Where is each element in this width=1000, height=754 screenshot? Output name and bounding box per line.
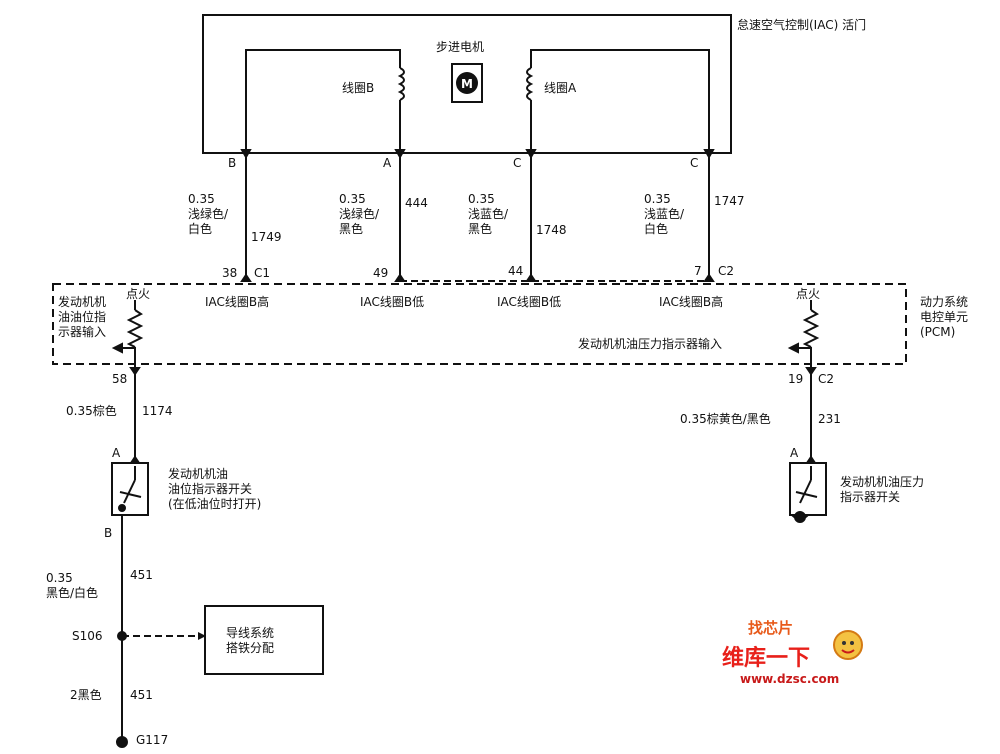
wire4-pin: 7	[694, 264, 702, 278]
coil-a-winding	[526, 67, 534, 101]
right-wire-color: 0.35棕黄色/黑色	[680, 412, 771, 426]
pcm-box	[52, 283, 907, 365]
ground-dist-label: 导线系统 搭铁分配	[226, 626, 275, 655]
right-ignition-resistor	[787, 300, 820, 368]
right-circuit-wires	[805, 367, 817, 464]
signal-3: IAC线圈B低	[497, 295, 562, 309]
iac-pin-4: C	[690, 156, 699, 170]
svg-text:找芯片: 找芯片	[748, 619, 793, 637]
left-circuit-wires	[116, 367, 141, 748]
wire1-pin: 38	[222, 266, 238, 280]
wire1-color: 浅绿色/ 白色	[188, 207, 229, 236]
svg-text:维库一下: 维库一下	[722, 645, 810, 671]
ignition-left-label: 点火	[126, 287, 151, 301]
iac-valve-box	[202, 14, 732, 154]
wire2-gauge: 0.35	[339, 192, 366, 206]
signal-2: IAC线圈B低	[360, 295, 425, 309]
oil-level-switch-icon	[111, 462, 149, 516]
wire3-color: 浅蓝色/ 黑色	[468, 207, 509, 236]
right-wire-circuit: 231	[818, 412, 841, 426]
ground-dist-box	[204, 605, 324, 675]
motor-icon: M	[451, 63, 483, 103]
right-conn: C2	[818, 372, 835, 386]
wire2-color: 浅绿色/ 黑色	[339, 207, 380, 236]
oil-pressure-input-label: 发动机机油压力指示器输入	[578, 337, 723, 351]
ground-label: G117	[136, 733, 169, 747]
splice-label: S106	[72, 629, 103, 643]
wire4-gauge: 0.35	[644, 192, 671, 206]
wire3-circuit: 1748	[536, 223, 567, 237]
oil-pressure-switch-label: 发动机机油压力 指示器开关	[840, 475, 925, 504]
oil-level-input-label: 发动机机 油油位指 示器输入	[58, 295, 107, 339]
right-switch-pin-a: A	[790, 446, 799, 460]
ground-wire-gauge: 0.35 黑色/白色	[46, 571, 99, 600]
coil-a-label: 线圈A	[544, 81, 577, 95]
wire3-gauge: 0.35	[468, 192, 495, 206]
coil-b-wire	[245, 49, 401, 153]
right-pin: 19	[788, 372, 804, 386]
wire1-gauge: 0.35	[188, 192, 215, 206]
wire3-pin: 44	[508, 264, 524, 278]
left-ignition-resistor	[111, 300, 144, 368]
ignition-right-label: 点火	[796, 287, 821, 301]
wire4-circuit: 1747	[714, 194, 745, 208]
coil-b-winding	[397, 67, 405, 101]
left-switch-pin-a: A	[112, 446, 121, 460]
wire2-black-circuit: 451	[130, 688, 153, 702]
iac-title: 怠速空气控制(IAC) 活门	[737, 18, 867, 32]
wire2-circuit: 444	[405, 196, 428, 210]
pcm-title: 动力系统 电控单元 (PCM)	[920, 295, 969, 339]
oil-pressure-switch-icon	[789, 462, 827, 523]
wire2-black-label: 2黑色	[70, 688, 102, 702]
left-wire-color: 0.35棕色	[66, 404, 117, 418]
svg-text:M: M	[461, 77, 473, 91]
wire2-pin: 49	[373, 266, 389, 280]
ground-wire-circuit: 451	[130, 568, 153, 582]
oil-level-switch-label: 发动机机油 油位指示器开关 (在低油位时打开)	[168, 467, 262, 511]
left-pin: 58	[112, 372, 128, 386]
wire1-circuit: 1749	[251, 230, 282, 244]
coil-b-label: 线圈B	[342, 81, 375, 95]
wire1-conn: C1	[254, 266, 271, 280]
svg-text:www.dzsc.com: www.dzsc.com	[740, 672, 839, 686]
iac-pin-3: C	[513, 156, 522, 170]
wire4-color: 浅蓝色/ 白色	[644, 207, 685, 236]
iac-pin-1: B	[228, 156, 237, 170]
left-switch-pin-b: B	[104, 526, 113, 540]
watermark-logo: 找芯片 维库一下 www.dzsc.com	[722, 619, 863, 686]
left-wire-circuit: 1174	[142, 404, 173, 418]
motor-label: 步进电机	[436, 40, 485, 54]
iac-pin-2: A	[383, 156, 392, 170]
signal-1: IAC线圈B高	[205, 295, 270, 309]
coil-a-wire	[530, 49, 710, 153]
signal-4: IAC线圈B高	[659, 295, 724, 309]
top-wires	[240, 149, 715, 282]
wire4-conn: C2	[718, 264, 735, 278]
